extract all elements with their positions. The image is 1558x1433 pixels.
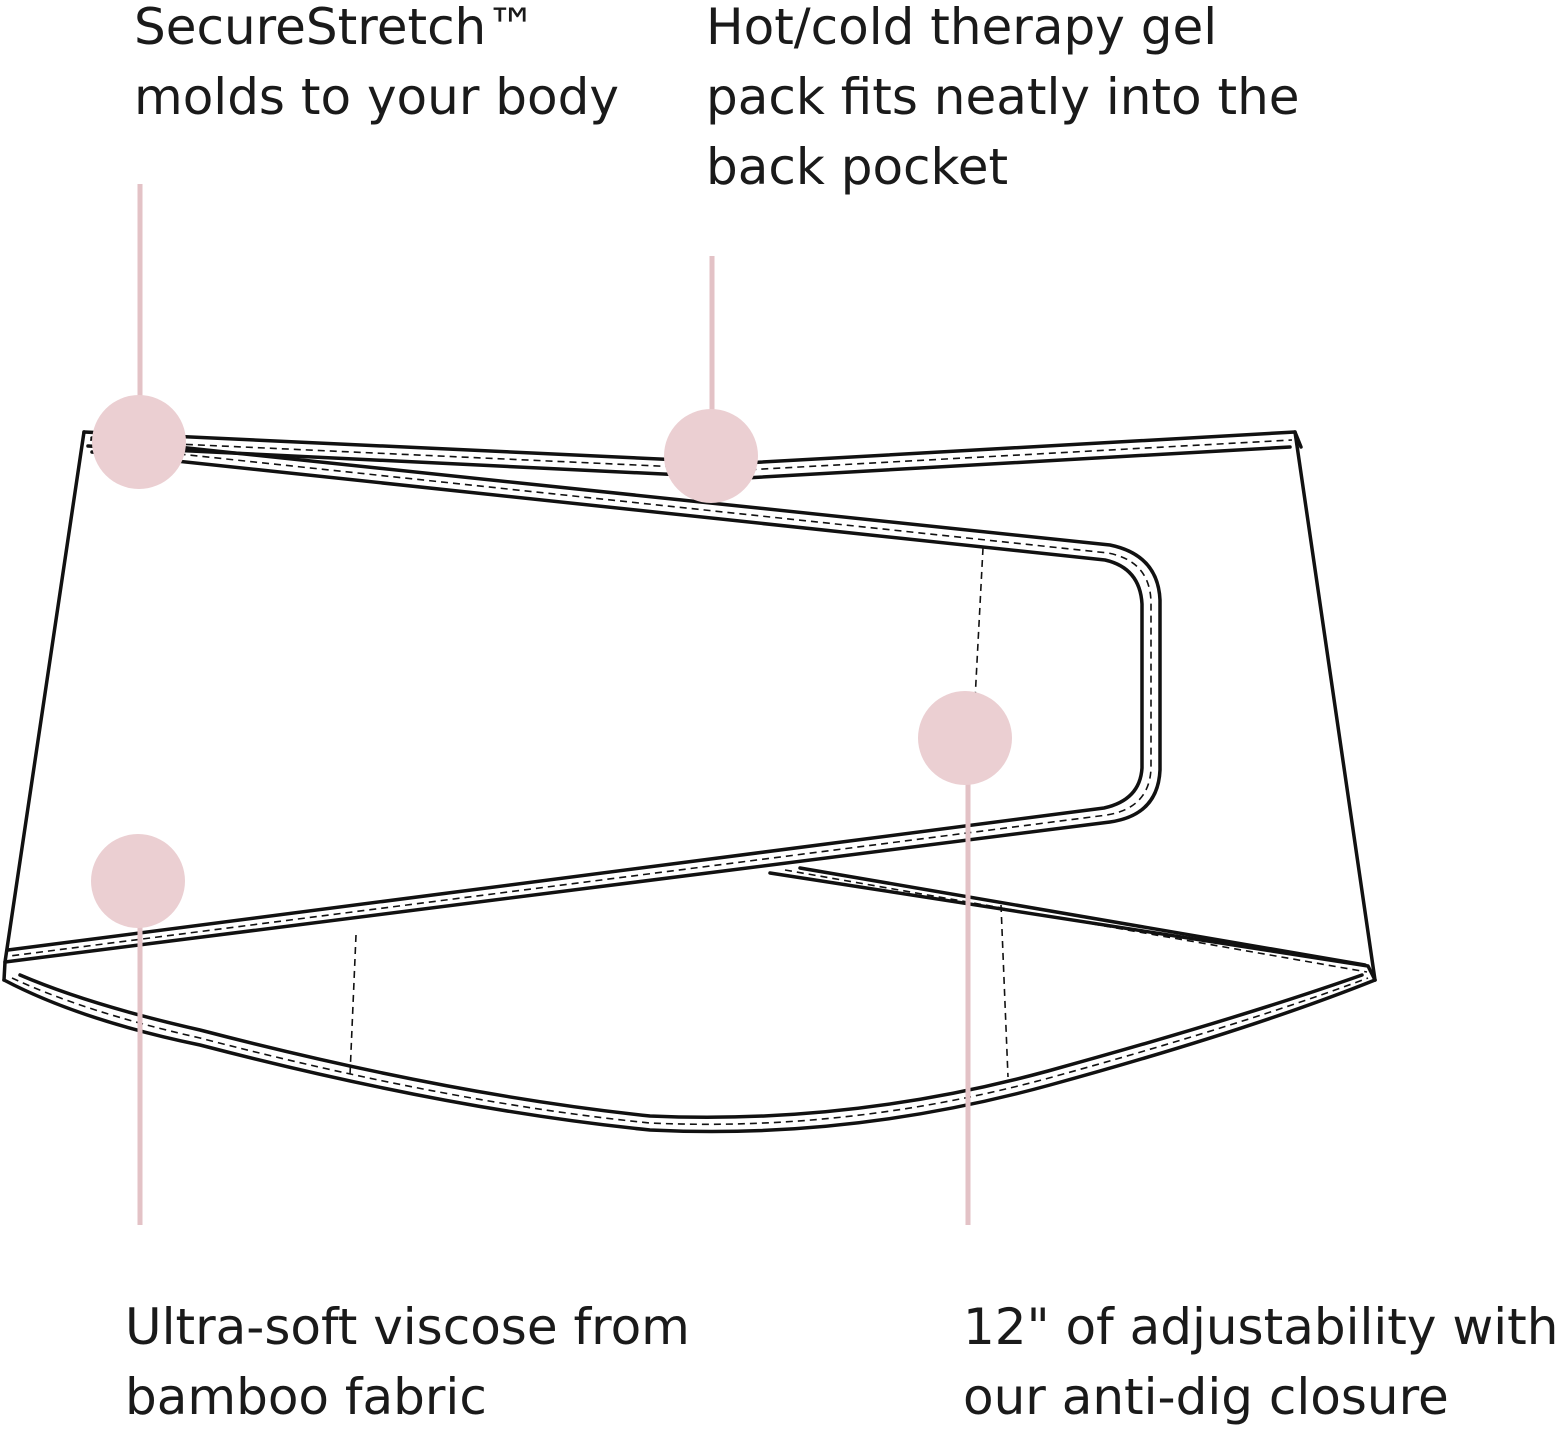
callout-text-line: Hot/cold therapy gel xyxy=(706,0,1218,56)
stitching xyxy=(9,439,1369,1126)
top-edge xyxy=(82,430,1303,465)
callout-text-line: back pocket xyxy=(706,138,1009,196)
callout-text-line: pack fits neatly into the xyxy=(706,68,1300,126)
callout-viscose: Ultra-soft viscose from bamboo fabric xyxy=(125,1292,690,1432)
callout-gel-pack: Hot/cold therapy gel pack fits neatly in… xyxy=(706,0,1300,202)
marker-dot-viscose xyxy=(91,834,185,928)
upper-strap-band xyxy=(3,436,1162,964)
marker-dot-gel-pack xyxy=(664,409,758,503)
back-strap-outline xyxy=(768,871,1377,982)
stitch-vertical-right xyxy=(1000,904,1009,1078)
belly-band-diagram xyxy=(2,184,1377,1225)
callout-text-line: 12" of adjustability with xyxy=(963,1298,1558,1356)
back-strap-inner-edge xyxy=(798,866,1367,967)
callout-text-line: bamboo fabric xyxy=(125,1368,487,1426)
lower-hem-inner xyxy=(18,973,1364,1120)
right-panel-edge xyxy=(1293,430,1377,982)
stitch-vertical-mid xyxy=(974,547,984,701)
callout-text-line: our anti-dig closure xyxy=(963,1368,1449,1426)
callout-text-line: Ultra-soft viscose from xyxy=(125,1298,690,1356)
callout-text-line: molds to your body xyxy=(134,68,619,126)
stitch-top xyxy=(89,439,1293,471)
stitch-hem xyxy=(11,977,1369,1126)
stitch-back-strap xyxy=(784,869,1368,973)
upper-strap-inner xyxy=(6,450,1144,952)
stitch-upper-strap xyxy=(9,444,1152,957)
leader-lines xyxy=(137,184,971,1225)
markers xyxy=(91,395,1012,928)
stitch-vertical-left xyxy=(349,934,357,1076)
marker-dot-adjustability xyxy=(918,691,1012,785)
callout-text-line: SecureStretch™ xyxy=(134,0,537,56)
lower-hem xyxy=(2,978,1377,1134)
left-panel-edge xyxy=(2,430,86,982)
band-outline xyxy=(2,430,1377,1134)
callout-secure-stretch: SecureStretch™ molds to your body xyxy=(134,0,619,132)
marker-dot-secure-stretch xyxy=(92,395,186,489)
callout-adjustability: 12" of adjustability with our anti-dig c… xyxy=(963,1292,1558,1432)
